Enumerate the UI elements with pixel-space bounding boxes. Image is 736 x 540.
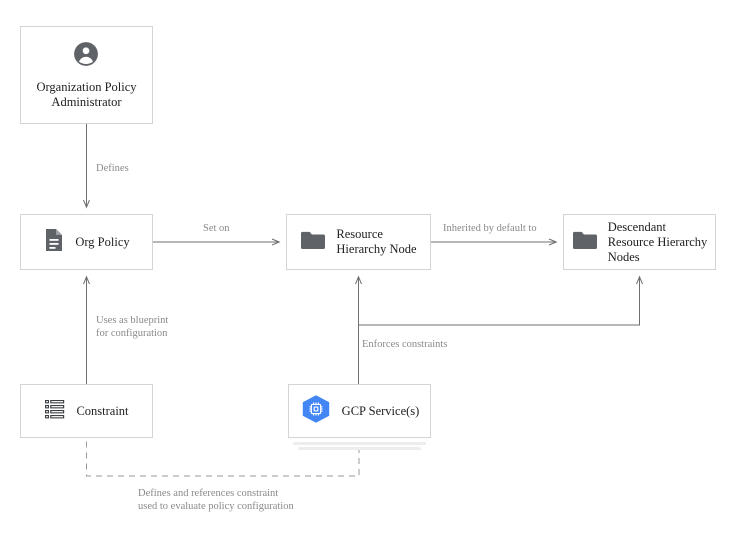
node-label: Org Policy — [75, 234, 130, 249]
edge-label-set-on: Set on — [203, 223, 230, 234]
gcp-services-stack-bar-1 — [293, 442, 426, 445]
edge-enforces-constraints — [355, 275, 643, 384]
gcp-services-stack-bar-2 — [298, 447, 421, 450]
edge-label-defines: Defines — [96, 163, 129, 174]
node-label: Constraint — [76, 403, 129, 418]
person-circle-icon — [73, 41, 99, 72]
node-org-policy[interactable]: Org Policy — [20, 214, 153, 270]
edge-label-uses-as-blueprint: Uses as blueprint for configuration — [96, 315, 169, 339]
folder-icon — [572, 229, 598, 256]
node-org-policy-administrator[interactable]: Organization Policy Administrator — [20, 26, 153, 124]
edge-label-inherited-by-default-to: Inherited by default to — [443, 223, 537, 234]
node-label: Organization Policy Administrator — [36, 79, 137, 109]
node-constraint[interactable]: Constraint — [20, 384, 153, 438]
edge-label-defines-and-references-constraint: Defines and references constraint used t… — [138, 488, 294, 512]
document-icon — [43, 228, 65, 257]
node-label: Descendant Resource Hierarchy Nodes — [607, 219, 708, 264]
edge-label-enforces-constraints: Enforces constraints — [362, 339, 448, 350]
list-rows-icon — [44, 398, 66, 425]
node-gcp-services[interactable]: GCP Service(s) — [288, 384, 431, 438]
folder-icon — [300, 229, 326, 256]
gcp-hexagon-chip-icon — [300, 394, 332, 429]
node-descendant-resource-hierarchy-nodes[interactable]: Descendant Resource Hierarchy Nodes — [563, 214, 716, 270]
node-label: Resource Hierarchy Node — [336, 227, 417, 256]
node-resource-hierarchy-node[interactable]: Resource Hierarchy Node — [286, 214, 431, 270]
node-label: GCP Service(s) — [341, 403, 420, 418]
